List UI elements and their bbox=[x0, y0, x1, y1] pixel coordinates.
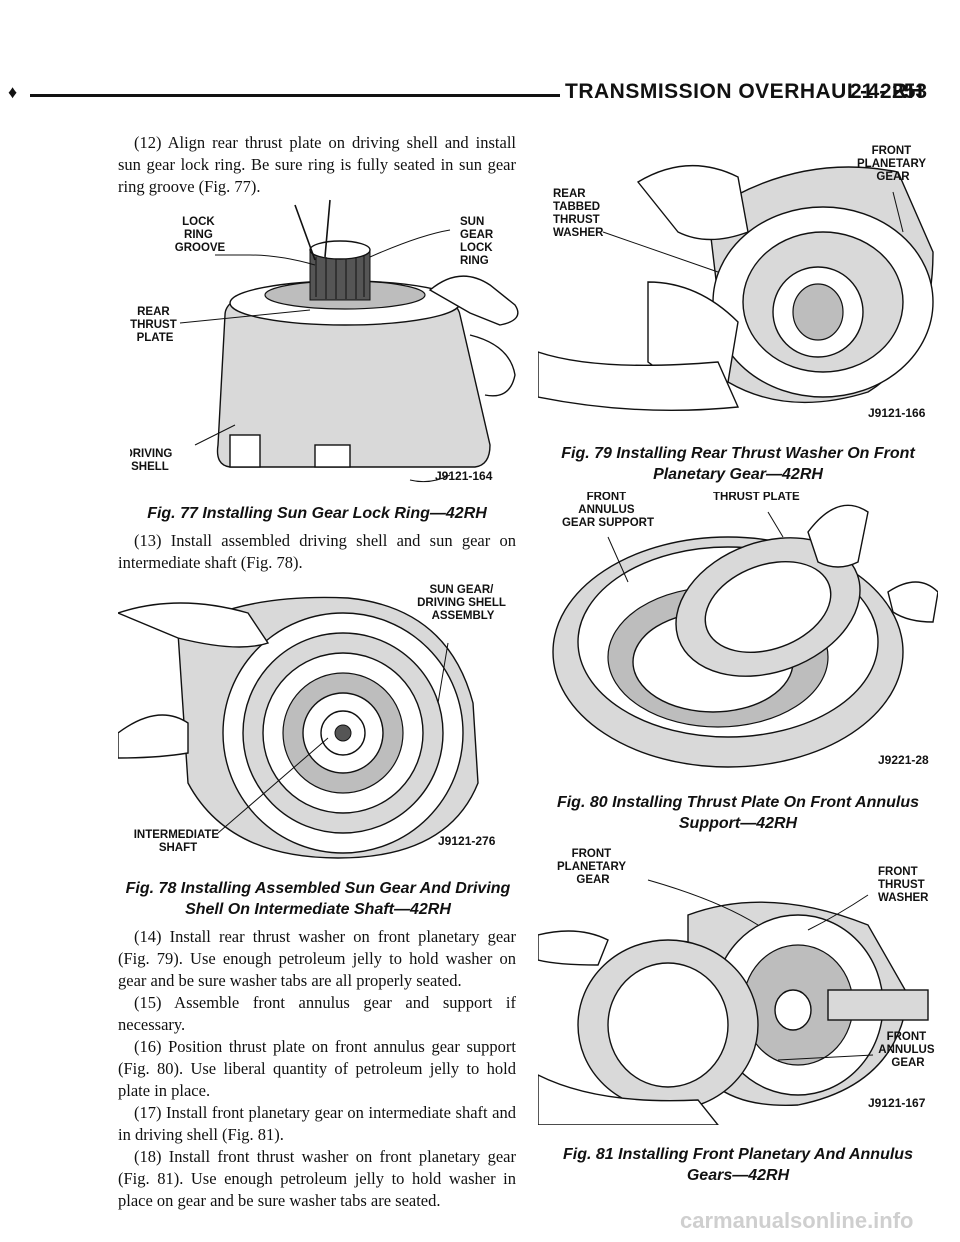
step-16-text: (16) Position thrust plate on front annu… bbox=[118, 1037, 516, 1100]
step-14-text: (14) Install rear thrust washer on front… bbox=[118, 927, 516, 990]
fig81-label-front-planetary-gear: FRONT PLANETARY GEAR bbox=[557, 848, 629, 886]
fig77-label-lock-ring-groove: LOCK RING GROOVE bbox=[175, 216, 226, 254]
header-rule bbox=[30, 94, 560, 97]
fig78-caption: Fig. 78 Installing Assembled Sun Gear An… bbox=[110, 878, 526, 920]
fig78-code: J9121-276 bbox=[438, 834, 496, 848]
fig78-label-intermediate-shaft: INTERMEDIATE SHAFT bbox=[134, 829, 223, 854]
fig80-caption-line1: Fig. 80 Installing Thrust Plate On Front… bbox=[556, 794, 920, 811]
fig78-label-sun-gear-assembly: SUN GEAR/ DRIVING SHELL ASSEMBLY bbox=[417, 584, 509, 622]
fig80-code: J9221-28 bbox=[878, 753, 929, 767]
fig77-label-sun-gear-lock-ring: SUN GEAR LOCK RING bbox=[460, 216, 496, 267]
page-title: TRANSMISSION OVERHAUL-42RH bbox=[565, 80, 924, 103]
fig79-caption-line2: Planetary Gear—42RH bbox=[653, 466, 823, 483]
fig77-caption: Fig. 77 Installing Sun Gear Lock Ring—42… bbox=[147, 505, 487, 522]
page-number: 21 - 253 bbox=[850, 80, 928, 103]
fig78-caption-line2: Shell On Intermediate Shaft—42RH bbox=[185, 901, 451, 918]
fig80-label-thrust-plate: THRUST PLATE bbox=[713, 492, 800, 503]
step-12-text: (12) Align rear thrust plate on driving … bbox=[118, 133, 516, 196]
fig77-code: J9121-164 bbox=[435, 469, 493, 483]
fig81-caption: Fig. 81 Installing Front Planetary And A… bbox=[538, 1144, 938, 1186]
figure-78: SUN GEAR/ DRIVING SHELL ASSEMBLY INTERME… bbox=[118, 583, 518, 868]
fig79-code: J9121-166 bbox=[868, 406, 926, 420]
fig79-label-front-planetary-gear: FRONT PLANETARY GEAR bbox=[857, 145, 929, 183]
fig79-caption: Fig. 79 Installing Rear Thrust Washer On… bbox=[538, 443, 938, 485]
figure-77: LOCK RING GROOVE SUN GEAR LOCK RING REAR… bbox=[130, 195, 530, 495]
figure-81: FRONT PLANETARY GEAR FRONT THRUST WASHER… bbox=[538, 845, 938, 1125]
figure-80: FRONT ANNULUS GEAR SUPPORT THRUST PLATE … bbox=[538, 492, 938, 782]
fig79-label-rear-tabbed-thrust-washer: REAR TABBED THRUST WASHER bbox=[553, 188, 604, 239]
step-13-text: (13) Install assembled driving shell and… bbox=[118, 531, 516, 572]
fig81-code: J9121-167 bbox=[868, 1096, 926, 1110]
fig81-caption-line1: Fig. 81 Installing Front Planetary And A… bbox=[563, 1146, 913, 1163]
fig80-caption-line2: Support—42RH bbox=[678, 815, 798, 832]
step-18-text: (18) Install front thrust washer on fron… bbox=[118, 1147, 516, 1210]
fig80-caption: Fig. 80 Installing Thrust Plate On Front… bbox=[538, 792, 938, 834]
watermark: carmanualsonline.info bbox=[680, 1208, 914, 1233]
steps-14-18: (14) Install rear thrust washer on front… bbox=[118, 926, 516, 1212]
fig77-label-rear-thrust-plate: REAR THRUST PLATE bbox=[130, 306, 180, 344]
fig79-caption-line1: Fig. 79 Installing Rear Thrust Washer On… bbox=[561, 445, 915, 462]
step-17-text: (17) Install front planetary gear on int… bbox=[118, 1103, 516, 1144]
fig80-label-front-annulus-gear-support: FRONT ANNULUS GEAR SUPPORT bbox=[562, 492, 654, 529]
fig81-label-front-thrust-washer: FRONT THRUST WASHER bbox=[878, 866, 929, 904]
fig78-caption-line1: Fig. 78 Installing Assembled Sun Gear An… bbox=[125, 880, 511, 897]
figure-79: REAR TABBED THRUST WASHER FRONT PLANETAR… bbox=[538, 132, 938, 432]
header-bullet-icon: ♦ bbox=[8, 82, 18, 102]
step-15-text: (15) Assemble front annulus gear and sup… bbox=[118, 993, 516, 1034]
fig81-label-front-annulus-gear: FRONT ANNULUS GEAR bbox=[878, 1031, 937, 1069]
fig77-label-driving-shell: DRIVING SHELL bbox=[130, 448, 176, 473]
fig81-caption-line2: Gears—42RH bbox=[686, 1167, 790, 1184]
